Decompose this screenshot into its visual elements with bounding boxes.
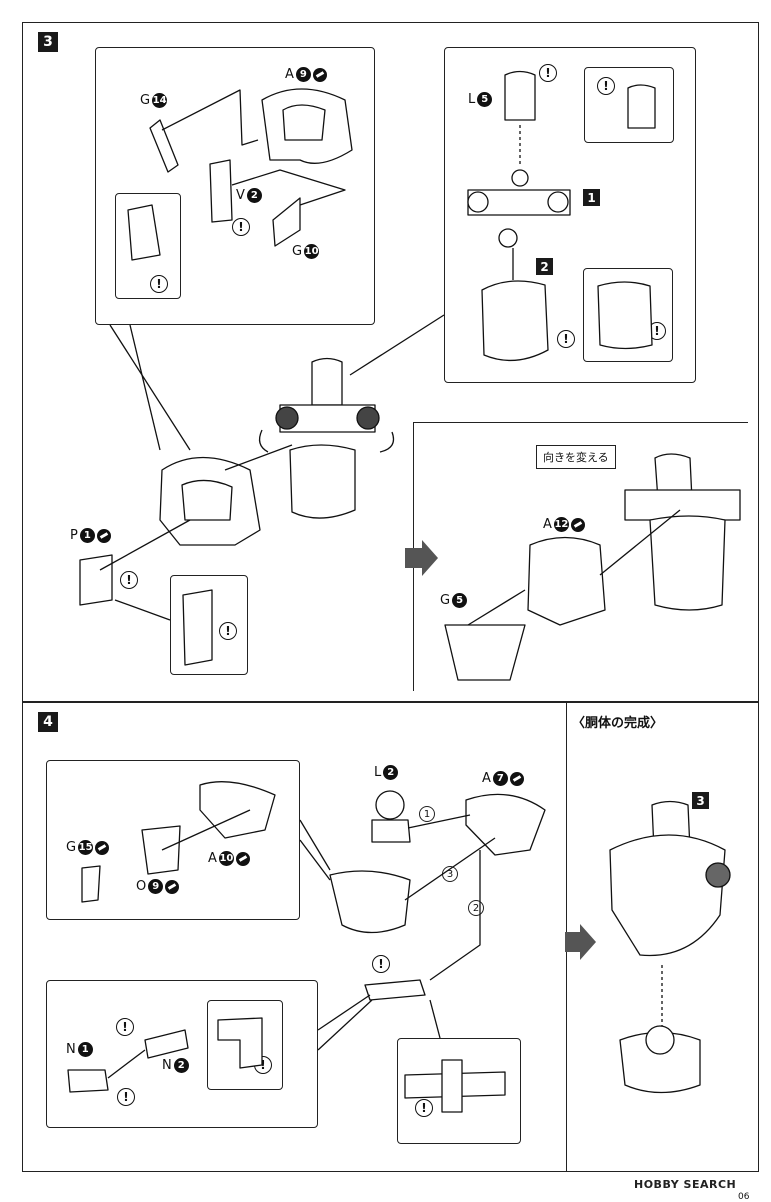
part-p1: [79, 554, 113, 606]
torso-core: [481, 280, 549, 362]
step3-frame: [22, 22, 759, 702]
watermark: HOBBY SEARCH: [634, 1178, 737, 1191]
caution-icon: !: [557, 330, 575, 348]
part-n2: [144, 1029, 189, 1059]
page-number: 06: [738, 1192, 750, 1202]
cut-icon: [95, 840, 110, 855]
completed-waist: [619, 1031, 701, 1094]
part-g10: [272, 197, 301, 247]
step4-frame: [22, 702, 759, 1172]
cut-icon: [235, 851, 250, 866]
caution-icon: !: [120, 571, 138, 589]
part-l5: [504, 70, 536, 121]
step4-detail-panel-top: [46, 760, 300, 920]
joint-assembly: [467, 189, 571, 216]
caution-icon: !: [150, 275, 168, 293]
closeup-box: [397, 1038, 521, 1144]
step3-detail-panel-right: [444, 47, 696, 383]
caution-icon: !: [116, 1018, 134, 1036]
completion-heading: 〈胴体の完成〉: [572, 716, 664, 731]
caution-icon: !: [219, 622, 237, 640]
order-marker-1: 1: [419, 806, 435, 822]
step4-badge: 4: [38, 712, 58, 732]
rotate-note: 向きを変える: [536, 445, 616, 469]
caution-icon: !: [232, 218, 250, 236]
closeup-box: [170, 575, 248, 675]
caution-icon: !: [117, 1088, 135, 1106]
part-g14: [149, 119, 179, 173]
torso-body: [289, 444, 356, 519]
part-v2: [209, 159, 233, 223]
n-joint-assembly: [364, 979, 426, 1001]
next-arrow-icon: [565, 924, 596, 960]
cut-icon: [570, 517, 585, 532]
cut-icon: [509, 771, 524, 786]
cut-icon: [165, 879, 180, 894]
result-part-g5: [444, 624, 526, 681]
caution-icon: !: [372, 955, 390, 973]
closeup-box: [584, 67, 674, 143]
substep-badge-2: 2: [536, 258, 553, 275]
step3-badge: 3: [38, 32, 58, 52]
caution-icon: !: [597, 77, 615, 95]
step3-detail-panel-left: [95, 47, 375, 325]
completed-torso: [609, 834, 726, 957]
cut-icon: [96, 528, 111, 543]
caution-icon: !: [539, 64, 557, 82]
result-armor-a12: [527, 536, 606, 626]
torso-neck: [311, 357, 343, 406]
completion-badge: 3: [692, 792, 709, 809]
part-g15: [81, 865, 101, 903]
substep-badge-1: 1: [583, 189, 600, 206]
part-a7: [465, 793, 546, 856]
part-o9: [141, 825, 181, 875]
part-a10: [199, 781, 276, 839]
part-l2-ball: [375, 790, 405, 820]
closeup-box: [583, 268, 673, 362]
next-arrow-icon: [405, 540, 438, 576]
waist-armor: [329, 870, 411, 934]
closeup-box: [207, 1000, 283, 1090]
closeup-part: [127, 204, 161, 261]
ball-joint: [511, 169, 529, 187]
closeup-box: [115, 193, 181, 299]
step4-detail-panel-bottom: [46, 980, 318, 1128]
caution-icon: !: [415, 1099, 433, 1117]
part-n1: [67, 1069, 109, 1093]
cut-icon: [312, 67, 327, 82]
